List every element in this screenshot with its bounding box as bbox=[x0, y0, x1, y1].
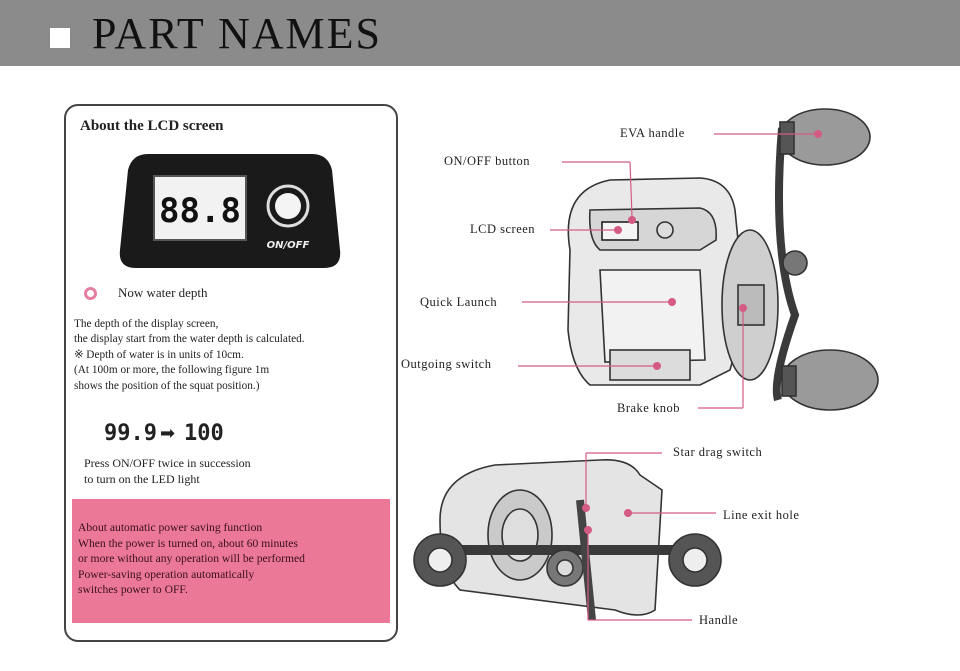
description-line: The depth of the display screen, bbox=[74, 318, 219, 330]
lcd-digits: 88.8 bbox=[159, 191, 241, 231]
lcd-device-illustration: 88.8 ON/OFF bbox=[119, 154, 341, 268]
pink-circle-icon bbox=[84, 287, 97, 300]
label-line-exit-hole: Line exit hole bbox=[723, 508, 800, 522]
label-lcd-screen: LCD screen bbox=[470, 222, 536, 236]
power-saving-box bbox=[72, 499, 390, 623]
press-instructions: Press ON/OFF twice in succession to turn… bbox=[84, 455, 251, 487]
example-after: 100 bbox=[184, 421, 224, 446]
on-off-label: ON/OFF bbox=[267, 240, 310, 251]
label-quick-launch: Quick Launch bbox=[420, 295, 498, 309]
page-title: PART NAMES bbox=[92, 9, 383, 58]
lcd-panel-title: About the LCD screen bbox=[80, 118, 224, 134]
power-saving-text: About automatic power saving function Wh… bbox=[78, 520, 305, 598]
label-brake-knob: Brake knob bbox=[617, 401, 680, 415]
label-outgoing-switch: Outgoing switch bbox=[401, 357, 492, 371]
label-star-drag-switch: Star drag switch bbox=[673, 445, 763, 459]
power-saving-line: switches power to OFF. bbox=[78, 583, 188, 597]
arrow-right-icon: ➡ bbox=[160, 423, 175, 444]
reel-diagram bbox=[413, 108, 879, 621]
example-before: 99.9 bbox=[104, 421, 157, 446]
press-line: Press ON/OFF twice in succession bbox=[84, 456, 251, 470]
lcd-screen-window bbox=[153, 175, 247, 241]
depth-description: The depth of the display screen, the dis… bbox=[74, 317, 305, 394]
power-saving-line: Power-saving operation automatically bbox=[78, 567, 255, 581]
label-handle: Handle bbox=[699, 613, 739, 627]
power-saving-line: When the power is turned on, about 60 mi… bbox=[78, 536, 298, 550]
handle-arm-top bbox=[772, 127, 800, 402]
power-saving-line: or more without any operation will be pe… bbox=[78, 552, 305, 566]
press-line: to turn on the LED light bbox=[84, 472, 200, 486]
description-line: the display start from the water depth i… bbox=[74, 333, 305, 346]
description-line: shows the position of the squat position… bbox=[74, 379, 260, 392]
square-bullet-icon bbox=[50, 28, 70, 48]
depth-example: 99.9 ➡ 100 bbox=[104, 421, 224, 446]
description-line: (At 100m or more, the following figure 1… bbox=[74, 364, 270, 377]
power-saving-line: About automatic power saving function bbox=[78, 521, 263, 534]
label-on-off-button: ON/OFF button bbox=[444, 154, 531, 168]
label-eva-handle: EVA handle bbox=[620, 126, 685, 140]
legend-text: Now water depth bbox=[118, 285, 208, 300]
description-line: ※ Depth of water is in units of 10cm. bbox=[74, 348, 244, 361]
header-banner: PART NAMES bbox=[0, 0, 960, 66]
